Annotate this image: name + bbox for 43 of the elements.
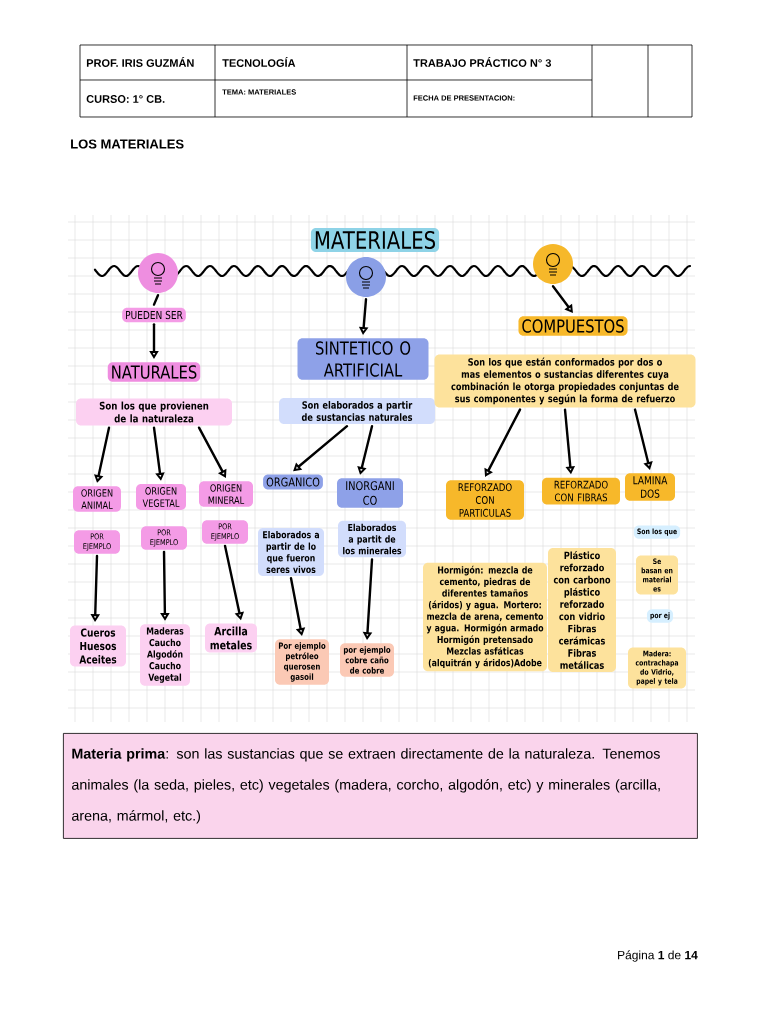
subcategory-box: LAMINA DOS bbox=[625, 473, 675, 501]
subcategory-box: ORIGEN VEGETAL bbox=[136, 484, 186, 510]
subcategory-box: ORIGEN MINERAL bbox=[199, 481, 253, 507]
heading-box: MATERIALES bbox=[310, 227, 440, 253]
table-cell: CURSO: 1° CB. bbox=[86, 95, 165, 103]
description-box: Elaborados a partit de los minerales bbox=[338, 520, 406, 558]
table-cell: PROF. IRIS GUZMÁN bbox=[86, 57, 194, 67]
connector-tag: POR EJEMPLO bbox=[202, 520, 248, 544]
arrow bbox=[289, 577, 306, 636]
table-cell: TECNOLOGÍA bbox=[222, 57, 296, 67]
table-cell: TRABAJO PRÁCTICO N° 3 bbox=[413, 57, 552, 67]
example-box: Cueros Huesos Aceites bbox=[70, 625, 126, 667]
example-box: Maderas Caucho Algodón Caucho Vegetal bbox=[140, 624, 190, 686]
subcategory-box: REFORZADO CON FIBRAS bbox=[542, 477, 620, 505]
description-box: Son los que están conformados por dos o mas elementos o sustancias diferentes cuya combinación le otorga propiedades conjuntas de sus componentes y según la forma de refuerzo bbox=[434, 354, 696, 408]
example-box: Arcilla metales bbox=[205, 623, 257, 653]
description-box: Son los que provienen de la naturaleza bbox=[76, 398, 232, 426]
category-box: COMPUESTOS bbox=[518, 316, 628, 336]
arrow bbox=[484, 408, 522, 477]
example-box: Hormigón: mezcla de cemento, piedras de diferentes tamaños (áridos) y agua. Mortero: mezcla de arena, cemento y agua. Hormigón armado Hormigón pretensado Mezclas asfáticas (alquitrán y áridos)Adobe bbox=[423, 562, 547, 672]
bulb-circle bbox=[346, 257, 386, 297]
arrow bbox=[197, 426, 227, 478]
bulb-circle bbox=[138, 253, 178, 293]
connector-tag: POR EJEMPLO bbox=[74, 530, 120, 554]
subcategory-box: ORIGEN ANIMAL bbox=[73, 486, 121, 512]
category-box: NATURALES bbox=[107, 362, 201, 382]
subcategory-box: INORGANI CO bbox=[337, 478, 403, 508]
example-box: Por ejemplo petróleo querosen gasoil bbox=[275, 639, 329, 685]
connector-tag: PUEDEN SER bbox=[122, 307, 186, 323]
example-box: por ejemplo cobre caño de cobre bbox=[340, 643, 394, 677]
page-number: Página 1 de 14 bbox=[618, 950, 698, 962]
example-box: Plástico reforzado con carbono plástico reforzado con vidrio Fibras cerámicas Fibras metálicas bbox=[548, 548, 616, 672]
bulb-circle bbox=[533, 244, 573, 284]
definition-box: Materia prima: son las sustancias que se extraen directamente de la naturaleza. Tenemos animales (la seda, pieles, etc) vegetales (madera, corcho, algodón, etc) y minerales (arcilla, arena, mármol, etc.) bbox=[63, 733, 698, 839]
subcategory-box: REFORZADO CON PARTICULAS bbox=[446, 480, 524, 520]
description-box: Son elaborados a partir de sustancias naturales bbox=[279, 398, 435, 424]
category-box: SINTETICO O ARTIFICIAL bbox=[297, 338, 429, 380]
subcategory-box: ORGANICO bbox=[263, 474, 323, 490]
arrow bbox=[551, 285, 573, 313]
arrow bbox=[633, 408, 653, 470]
description-box: Elaborados a partir de lo que fueron seres vivos bbox=[258, 527, 324, 577]
page-heading: LOS MATERIALES bbox=[71, 139, 184, 149]
connector-tag: POR EJEMPLO bbox=[141, 526, 187, 550]
